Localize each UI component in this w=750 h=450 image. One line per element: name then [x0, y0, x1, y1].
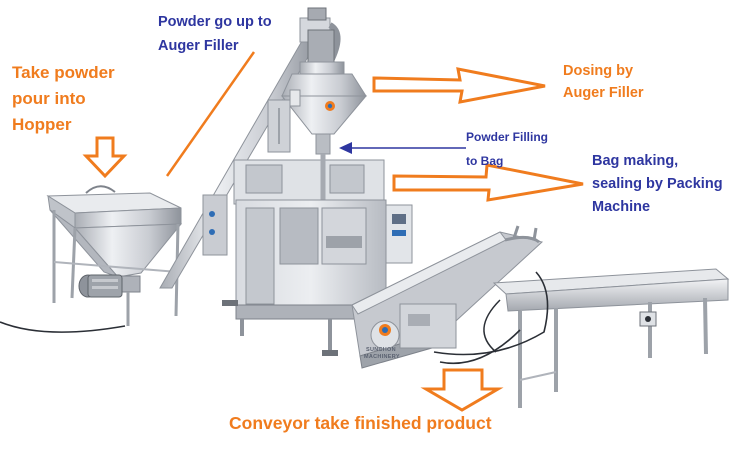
powder-up-line-1: Powder go up to	[158, 14, 272, 30]
dosing-label: Dosing by Auger Filler	[563, 60, 644, 105]
take-powder-label: Take powder pour into Hopper	[12, 60, 115, 137]
power-cables	[0, 271, 549, 365]
brand-logo	[379, 324, 391, 336]
powder-filling-label: Powder Filling to Bag	[466, 125, 548, 173]
bag-making-line-3: Machine	[592, 198, 651, 215]
powder-up-pointer	[165, 51, 256, 177]
powder-filling-line-1: Powder Filling	[466, 130, 549, 144]
bag-making-label: Bag making, sealing by Packing Machine	[592, 150, 723, 219]
collecting-table	[483, 268, 730, 408]
bag-making-line-2: sealing by Packing	[592, 175, 723, 192]
hopper-down-arrow	[82, 136, 128, 179]
powder-filling-pointer-arrow	[339, 142, 466, 154]
brand-name: SUNCHON	[366, 347, 396, 353]
powder-up-line-2: Auger Filler	[158, 37, 239, 54]
dosing-right-arrow	[372, 67, 546, 104]
bag-making-line-1: Bag making,	[592, 153, 679, 169]
inclined-conveyor	[351, 225, 544, 369]
dosing-line-2: Auger Filler	[563, 85, 644, 102]
take-powder-line-3: Hopper	[12, 114, 72, 134]
packing-machine	[202, 154, 413, 356]
take-powder-line-2: pour into	[12, 88, 86, 108]
auger-filler	[267, 29, 368, 155]
powder-up-label: Powder go up to Auger Filler	[158, 11, 272, 59]
feed-hopper	[46, 185, 183, 326]
take-powder-line-1: Take powder	[12, 63, 115, 82]
conveyor-label: Conveyor take finished product	[229, 413, 492, 433]
auger-motor	[78, 274, 123, 298]
conveyor-down-arrow	[420, 368, 504, 412]
brand-subtitle: MACHINERY	[364, 354, 400, 360]
bag-making-right-arrow	[392, 163, 584, 202]
dosing-line-1: Dosing by	[563, 63, 634, 79]
powder-filling-line-2: to Bag	[466, 154, 504, 168]
